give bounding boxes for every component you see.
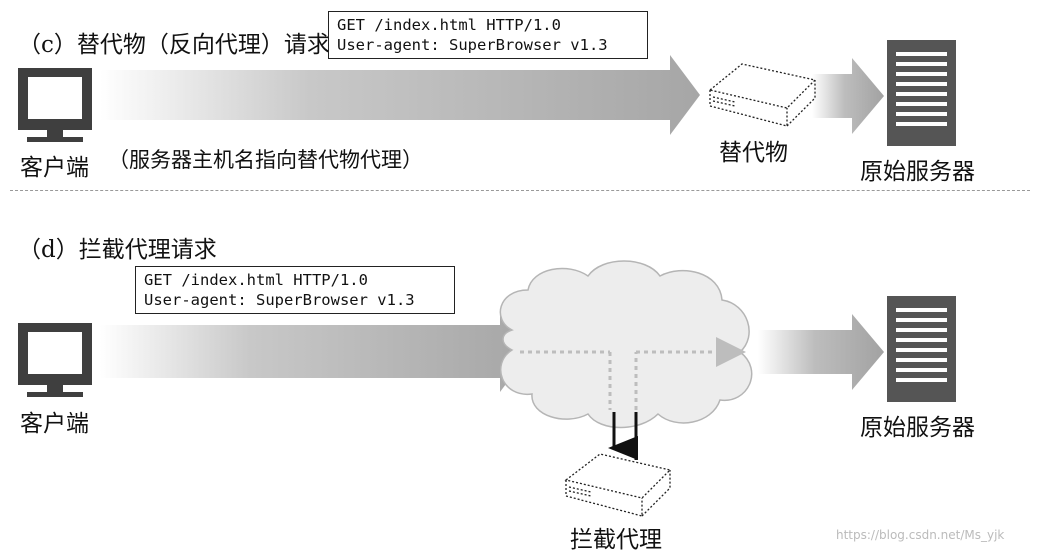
forward-arrow-to-origin xyxy=(812,58,884,134)
section-d-title: （d）拦截代理请求 xyxy=(18,237,217,263)
intercepting-proxy-label: 拦截代理 xyxy=(570,527,662,553)
origin-server-icon xyxy=(887,296,956,402)
origin-server-label: 原始服务器 xyxy=(860,415,975,441)
intercept-dotted-path xyxy=(520,337,746,410)
proxy-connection-lines xyxy=(608,412,638,460)
watermark-text: https://blog.csdn.net/Ms_yjk xyxy=(836,528,1005,542)
origin-server-icon xyxy=(887,40,956,146)
request-header: User-agent: SuperBrowser v1.3 xyxy=(337,36,608,54)
origin-server-label: 原始服务器 xyxy=(860,159,975,185)
client-label: 客户端 xyxy=(20,411,89,437)
dns-note: （服务器主机名指向替代物代理） xyxy=(108,148,423,172)
surrogate-device-icon xyxy=(708,63,817,127)
request-line: GET /index.html HTTP/1.0 xyxy=(337,16,561,34)
surrogate-label: 替代物 xyxy=(719,140,788,166)
request-line: GET /index.html HTTP/1.0 xyxy=(144,271,368,289)
section-divider xyxy=(10,190,1030,191)
network-cloud-shape xyxy=(499,260,753,429)
request-arrow-to-cloud xyxy=(100,312,530,392)
intercepting-proxy-icon xyxy=(564,453,672,517)
section-c-title: （c）替代物（反向代理）请求 xyxy=(18,32,330,58)
request-header: User-agent: SuperBrowser v1.3 xyxy=(144,291,415,309)
forward-arrow-to-origin-d xyxy=(758,314,884,390)
request-box-c: GET /index.html HTTP/1.0 User-agent: Sup… xyxy=(328,11,648,59)
client-label: 客户端 xyxy=(20,155,89,181)
client-computer-icon xyxy=(18,68,92,142)
request-box-d: GET /index.html HTTP/1.0 User-agent: Sup… xyxy=(135,266,455,314)
client-computer-icon xyxy=(18,323,92,397)
request-arrow-to-surrogate xyxy=(100,55,700,135)
